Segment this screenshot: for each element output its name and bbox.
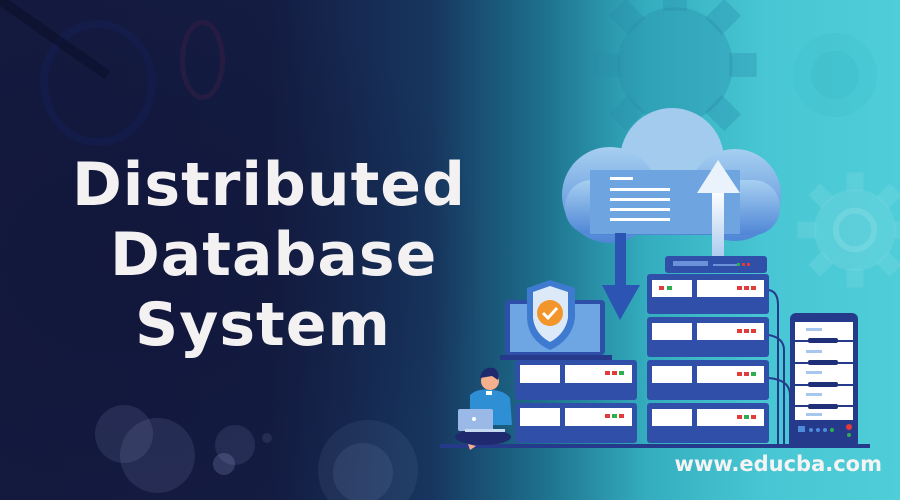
laptop-shield-icon <box>500 280 612 360</box>
tower-server <box>790 313 858 448</box>
central-server-rack <box>647 256 791 445</box>
bokeh-circle <box>215 425 255 465</box>
decorative-swirl <box>180 20 225 100</box>
bokeh-circle <box>262 433 272 443</box>
target-ring-icon <box>793 33 877 117</box>
gear-icon <box>797 172 900 288</box>
website-url[interactable]: www.educba.com <box>674 452 882 476</box>
person-with-laptop-icon <box>455 367 512 450</box>
bokeh-circle <box>318 420 418 500</box>
floor-line <box>440 444 870 448</box>
bokeh-circle <box>333 443 393 500</box>
gear-icon <box>593 0 757 147</box>
bokeh-circle <box>95 405 153 463</box>
download-arrow-icon <box>602 233 640 320</box>
bokeh-circle <box>120 418 195 493</box>
decorative-swirl <box>40 20 156 146</box>
left-server-stack <box>515 360 637 443</box>
title-line-1: Distributed <box>72 150 466 220</box>
upload-arrow-icon <box>697 160 740 260</box>
title-line-3: System <box>135 290 391 360</box>
title-line-2: Database <box>110 220 438 290</box>
database-illustration <box>440 108 870 450</box>
cloud-icon <box>562 108 781 243</box>
banner-title: Distributed Database System <box>0 150 520 360</box>
bokeh-circle <box>213 453 235 475</box>
